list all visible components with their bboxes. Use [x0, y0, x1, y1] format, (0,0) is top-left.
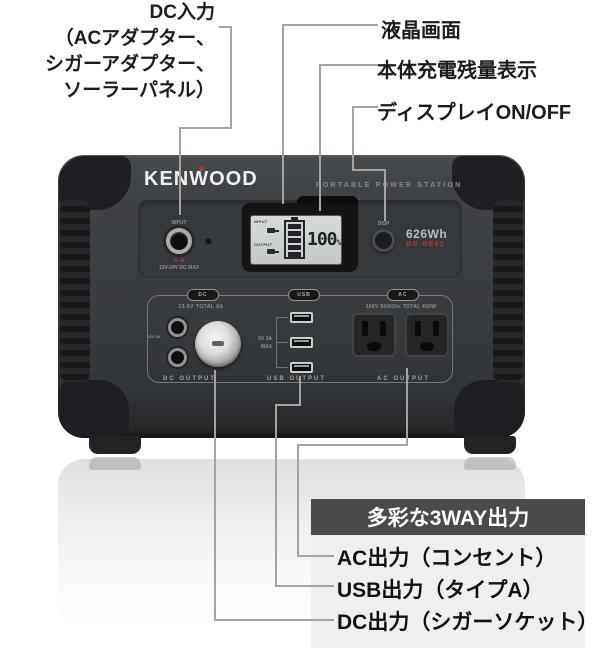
battery-bar: [288, 238, 301, 243]
usb-section-label: USB OUTPUT: [262, 376, 331, 382]
dc-section-label: DC OUTPUT: [158, 376, 221, 382]
input-spec-text: 12V-24V DC MAX: [158, 265, 200, 271]
dc-barrel-jack-2: [168, 348, 187, 367]
usb-bracket-tick: [276, 342, 288, 343]
charge-indicator-led: [205, 237, 212, 244]
corner-bumper-bottom-right: [454, 380, 524, 436]
battery-bar: [288, 231, 301, 236]
battery-percent-readout: 100%: [307, 229, 341, 250]
lcd-input-label: INPUT: [254, 219, 268, 224]
lcd-output-plug-icon: [267, 249, 279, 254]
model-number-text: BN-RB62: [406, 241, 445, 248]
ac-output-button: AC: [387, 289, 419, 301]
ac-section-label: AC OUTPUT: [372, 376, 435, 382]
input-jack-label: INPUT: [171, 220, 187, 226]
usb-port-3: [290, 362, 313, 373]
corner-bumper-bottom-left: [59, 380, 129, 436]
lcd-output-label: OUTPUT: [254, 242, 273, 247]
dc-jack-spec-text: 12V 8A: [147, 334, 161, 339]
foot-reflection-right: [464, 457, 516, 470]
dc-spec-text: 13.6V TOTAL 8A: [178, 304, 224, 310]
dc-output-button: DC: [187, 289, 219, 301]
callout-dc-input-line3: シガーアダプター、: [44, 54, 215, 75]
dc-barrel-jack-1: [168, 318, 187, 337]
display-onoff-button: [372, 229, 395, 252]
three-way-output-badge: 多彩な3WAY出力: [311, 499, 585, 535]
callout-battery-indicator: 本体充電残量表示: [377, 60, 537, 82]
callout-dc-input-line1: DC入力: [149, 2, 215, 23]
usb-bracket-tick: [276, 367, 288, 368]
dc-input-jack: [166, 228, 192, 254]
input-polarity-mark: ⊖–⊕: [173, 258, 185, 264]
usb-bracket-tick: [276, 317, 288, 318]
three-way-output-list: AC出力（コンセント） USB出力（タイプA） DC出力（シガーソケット）: [311, 535, 599, 648]
ac-outlet-1: [352, 313, 396, 357]
ac-outlet-2: [405, 313, 449, 357]
side-grip-right: [493, 200, 523, 382]
usb-port-2: [290, 337, 313, 348]
brand-logo: KENWOOD: [144, 168, 258, 190]
foot-left: [89, 436, 141, 454]
battery-percent-sign: %: [336, 238, 342, 247]
capacity-text: 626Wh: [406, 227, 448, 241]
usb-spec-line2: MAX: [260, 344, 272, 350]
legend-usb-output: USB出力（タイプA）: [337, 579, 544, 602]
callout-dc-input: DC入力 （ACアダプター、 シガーアダプター、 ソーラーパネル）: [0, 0, 215, 104]
usb-port-1: [290, 312, 313, 323]
cigarette-socket: [195, 321, 241, 367]
battery-gauge-icon: [284, 217, 305, 259]
foot-reflection-left: [89, 457, 141, 470]
battery-bar: [288, 224, 301, 229]
usb-spec-line1: 5V 3A: [258, 336, 272, 342]
display-button-label: DISP: [377, 221, 390, 227]
brand-logo-red-dot: [199, 166, 204, 171]
battery-bar: [288, 245, 301, 250]
usb-output-button: USB: [288, 289, 320, 301]
lcd-screen: INPUT OUTPUT 100%: [250, 215, 342, 265]
callout-lcd-screen: 液晶画面: [381, 20, 461, 42]
legend-dc-output: DC出力（シガーソケット）: [337, 611, 599, 634]
battery-percent-value: 100: [307, 229, 337, 250]
foot-right: [464, 436, 516, 454]
legend-ac-output: AC出力（コンセント）: [337, 547, 557, 570]
callout-dc-input-line4: ソーラーパネル）: [63, 80, 215, 101]
side-grip-left: [60, 200, 90, 382]
product-tagline: PORTABLE POWER STATION: [316, 182, 463, 189]
callout-dc-input-line2: （ACアダプター、: [54, 28, 215, 49]
battery-bar: [288, 252, 301, 257]
ac-spec-text: 100V 50/60Hz TOTAL 450W: [365, 304, 437, 310]
lcd-input-plug-icon: [267, 228, 279, 233]
callout-display-toggle: ディスプレイON/OFF: [377, 102, 572, 124]
